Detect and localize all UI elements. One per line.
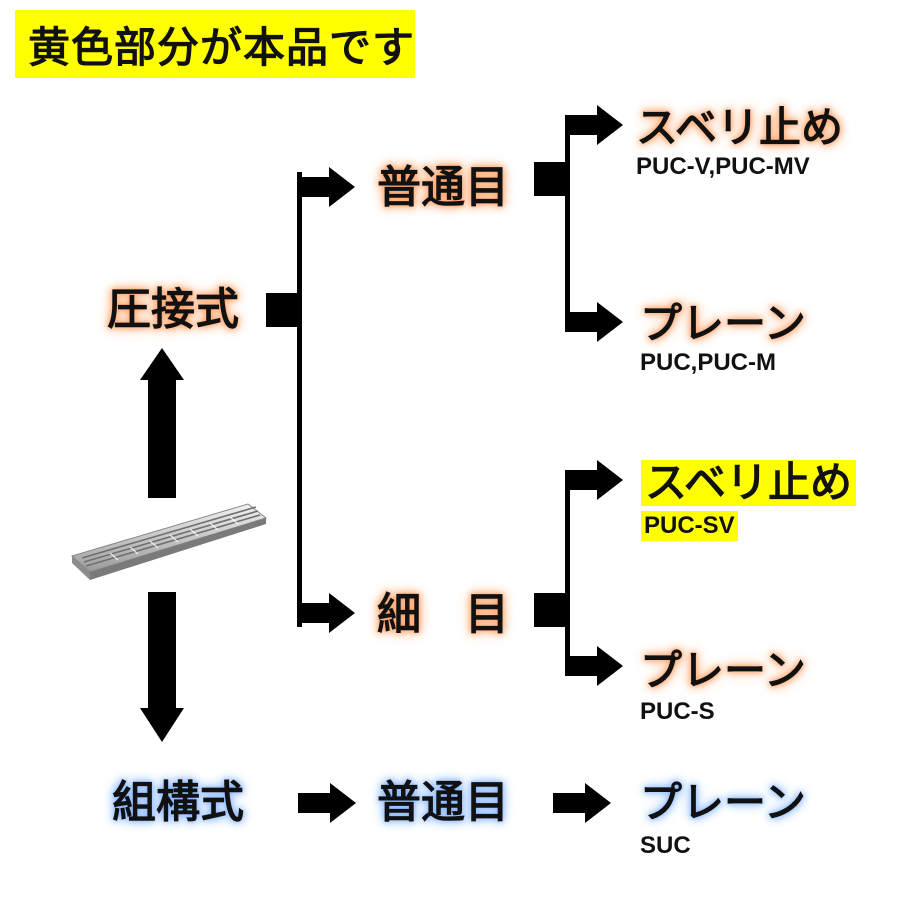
- node-pressure-fine-mesh: 細 目: [377, 589, 509, 640]
- arrow-right-icon: [297, 593, 355, 633]
- highlight-banner: [15, 10, 415, 78]
- arrow-right-icon: [298, 783, 356, 823]
- arrow-right-icon: [565, 302, 623, 342]
- arrow-right-icon: [297, 167, 355, 207]
- down-arrow-icon: [140, 592, 184, 742]
- arrow-right-icon: [565, 646, 623, 686]
- arrow-right-icon: [553, 783, 611, 823]
- node-assembly-normal-mesh: 普通目: [377, 777, 509, 828]
- leaf-normal-nonslip-code: PUC-V,PUC-MV: [636, 153, 810, 180]
- leaf-fine-nonslip-highlighted: スベリ止め: [641, 460, 857, 506]
- node-assembly-type: 組構式: [112, 777, 244, 828]
- banner-title: 黄色部分が本品です: [28, 23, 416, 72]
- leaf-assembly-plain: プレーン: [640, 778, 806, 827]
- arrow-right-icon: [565, 105, 623, 145]
- leaf-assembly-plain-code: SUC: [640, 832, 691, 859]
- arrow-right-icon: [565, 460, 623, 500]
- branch-block: [266, 293, 300, 327]
- node-pressure-normal-mesh: 普通目: [377, 162, 509, 213]
- branch-line: [565, 470, 570, 670]
- leaf-fine-nonslip-code: PUC-SV: [641, 511, 738, 541]
- leaf-normal-plain-code: PUC,PUC-M: [640, 349, 776, 376]
- branch-block: [534, 162, 568, 196]
- up-arrow-icon: [140, 348, 184, 498]
- branch-block: [534, 593, 568, 627]
- node-pressure-type: 圧接式: [107, 284, 239, 335]
- branch-line: [297, 172, 302, 627]
- grating-product-image: [70, 503, 268, 580]
- leaf-fine-plain: プレーン: [640, 646, 806, 695]
- leaf-normal-nonslip: スベリ止め: [636, 103, 844, 152]
- branch-line: [565, 117, 570, 327]
- leaf-fine-plain-code: PUC-S: [640, 698, 715, 725]
- leaf-normal-plain: プレーン: [640, 299, 806, 348]
